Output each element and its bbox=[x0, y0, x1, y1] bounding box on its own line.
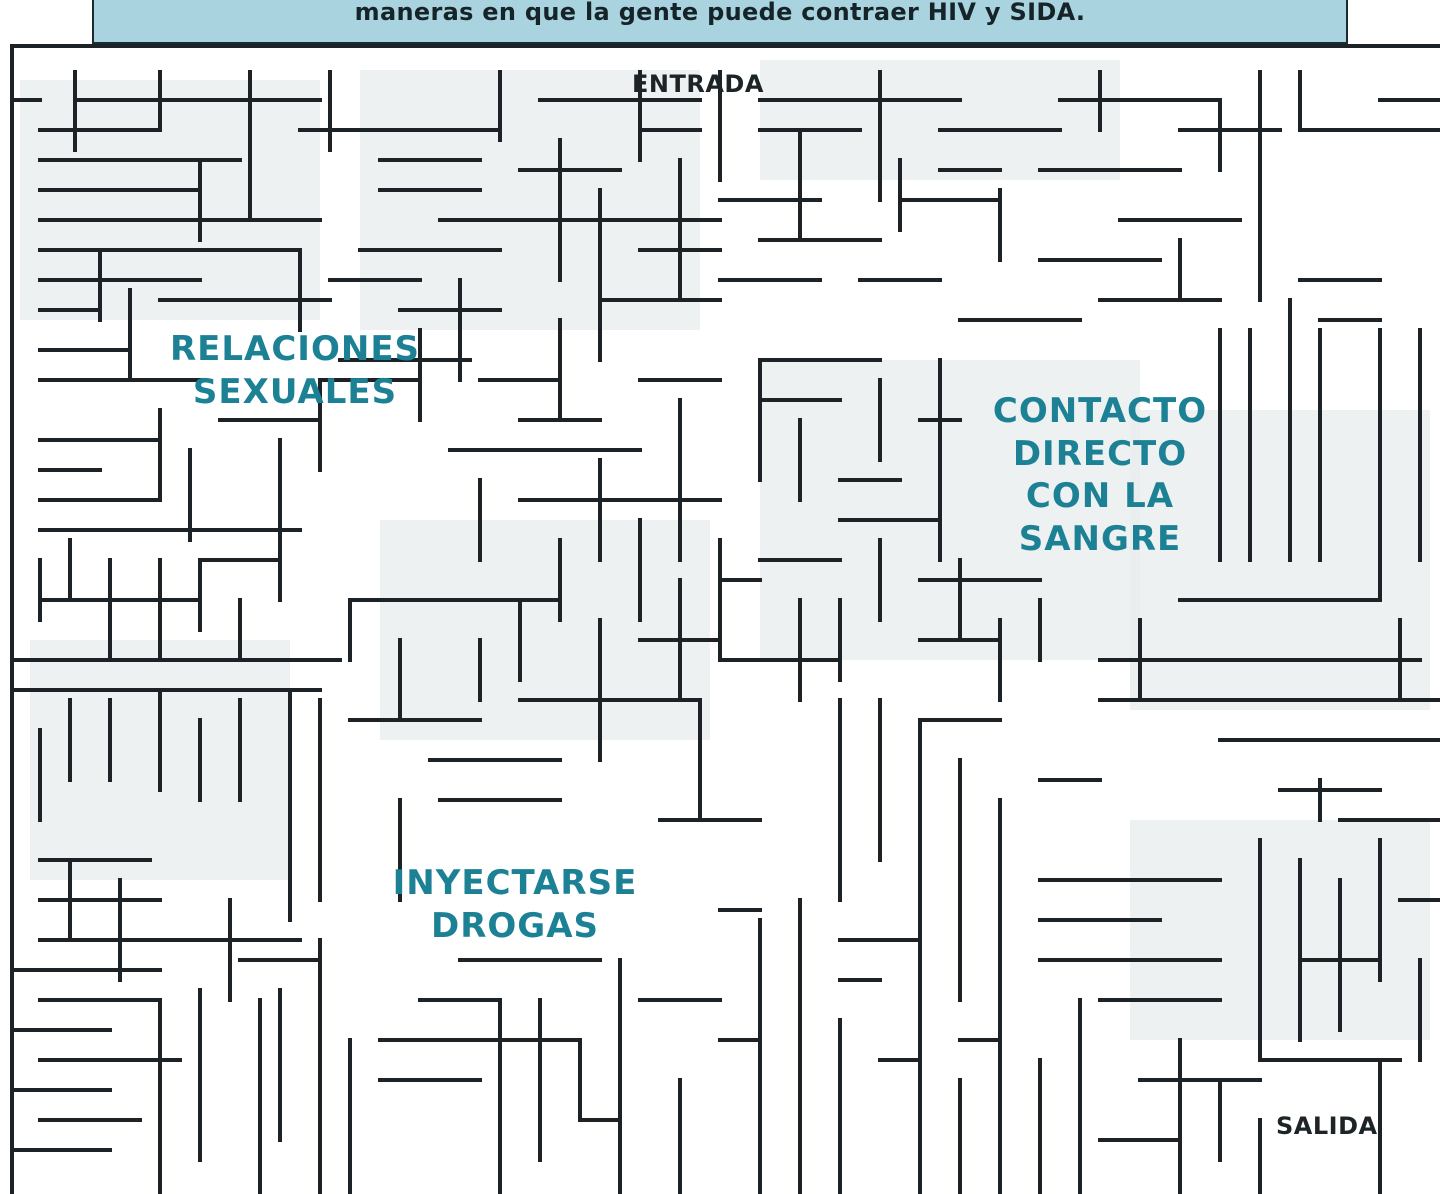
region-label-sexual: RELACIONES SEXUALES bbox=[169, 329, 421, 412]
exit-label: SALIDA bbox=[1276, 1112, 1378, 1140]
region-label-drugs: INYECTARSE DROGAS bbox=[392, 863, 638, 946]
background-ghost-block bbox=[380, 520, 710, 740]
region-label-blood: CONTACTO DIRECTO CON LA SANGRE bbox=[992, 391, 1208, 559]
background-ghost-block bbox=[360, 70, 700, 330]
entrance-label: ENTRADA bbox=[632, 70, 764, 98]
instruction-text: maneras en que la gente puede contraer H… bbox=[354, 0, 1086, 26]
background-ghost-block bbox=[760, 60, 1120, 180]
instruction-header: maneras en que la gente puede contraer H… bbox=[92, 0, 1348, 44]
background-ghost-block bbox=[760, 360, 1140, 660]
